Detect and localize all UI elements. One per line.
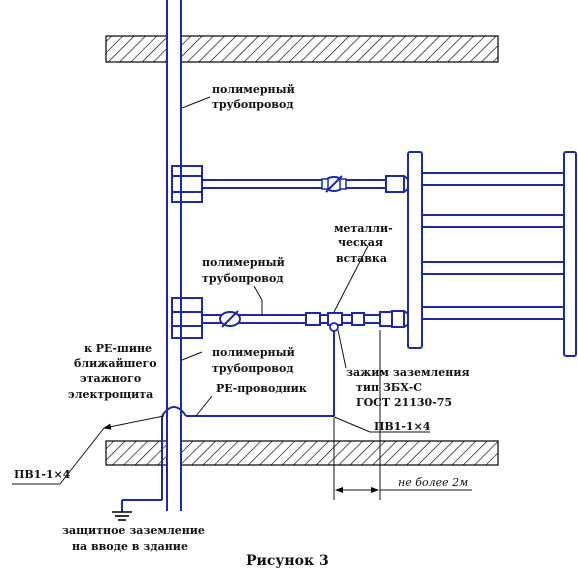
- upper-tee: [171, 165, 203, 203]
- riser-pipe: [166, 0, 182, 511]
- label-polymer-pipe-low: полимерный: [212, 346, 295, 359]
- distance-dimension: [333, 330, 472, 500]
- lower-branch-pipe: [202, 310, 412, 328]
- ceiling-slab: [105, 35, 499, 63]
- pe-conductor-wire: [112, 406, 334, 521]
- label-polymer-pipe-top: полимерный: [212, 83, 295, 96]
- label-metal-insert: металли-: [334, 222, 393, 235]
- grounding-clamp: [329, 322, 339, 416]
- label-metal-insert-2: ческая: [338, 236, 383, 249]
- lower-tee: [171, 297, 203, 339]
- label-pe-bus-2: ближайшего: [74, 357, 157, 370]
- floor-slab: [105, 440, 499, 466]
- label-pe-bus-3: этажного: [80, 372, 141, 385]
- figure-caption: Рисунок 3: [246, 553, 329, 569]
- label-clamp-2: тип ЗБХ-С: [356, 381, 422, 394]
- label-polymer-pipe-mid: полимерный: [202, 256, 285, 269]
- upper-branch-pipe: [202, 175, 411, 193]
- label-metal-insert-3: вставка: [336, 252, 387, 265]
- label-clamp-3: ГОСТ 21130-75: [356, 396, 452, 409]
- label-polymer-pipe-top-2: трубопровод: [212, 98, 294, 111]
- label-pe-bus: к РЕ-шине: [84, 342, 152, 355]
- label-clamp: зажим заземления: [346, 366, 470, 379]
- label-cable-left: ПВ1-1×4: [14, 468, 71, 481]
- label-cable-right: ПВ1-1×4: [374, 420, 431, 433]
- label-pe-bus-4: электрощита: [68, 388, 153, 401]
- label-pe-conductor: РЕ-проводник: [216, 382, 307, 395]
- label-ground: защитное заземление: [62, 524, 205, 537]
- label-distance: не более 2м: [398, 476, 468, 489]
- leader-lines: [12, 96, 430, 485]
- radiator: [407, 151, 577, 357]
- label-polymer-pipe-low-2: трубопровод: [212, 362, 294, 375]
- label-ground-2: на вводе в здание: [72, 540, 188, 553]
- label-polymer-pipe-mid-2: трубопровод: [202, 272, 284, 285]
